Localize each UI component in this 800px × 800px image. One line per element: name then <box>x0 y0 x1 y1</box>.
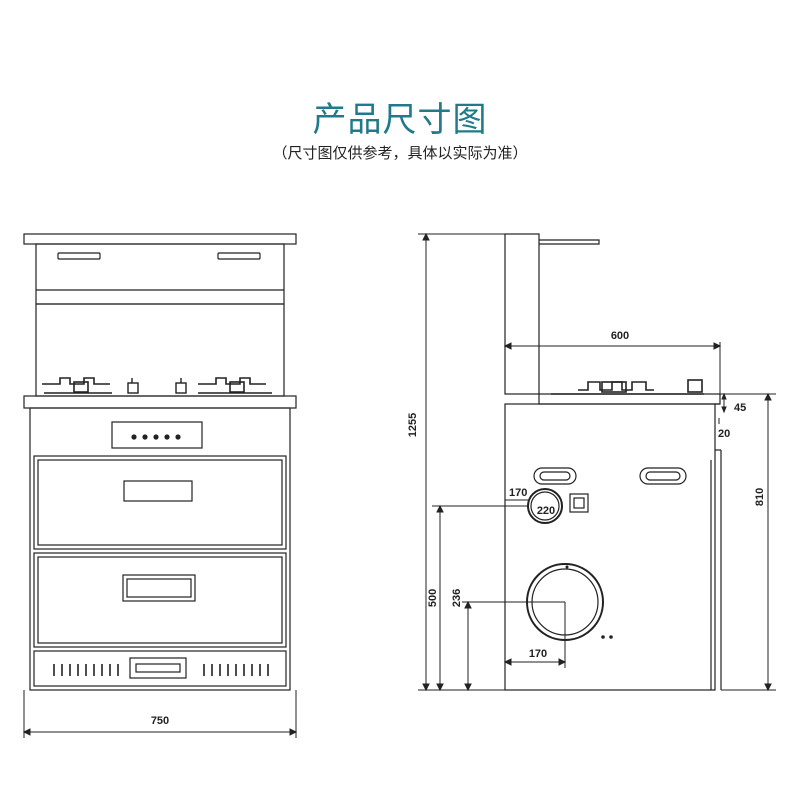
socket <box>569 493 589 513</box>
hood-flap <box>539 239 600 245</box>
side-handle-left <box>533 467 577 485</box>
control-buttons <box>131 434 181 440</box>
base-vent-center <box>129 657 187 679</box>
countertop <box>23 395 297 409</box>
dim-cabinet-height <box>720 392 776 692</box>
burner-left <box>42 377 112 394</box>
dim-gas-height-label: 500 <box>427 589 439 607</box>
dim-drain-height <box>462 600 565 692</box>
side-countertop <box>538 393 721 405</box>
dim-gas-diameter-label: 220 <box>537 505 555 517</box>
dim-gas-offset-label: 170 <box>509 487 527 499</box>
burner-right <box>198 377 272 394</box>
side-handle-right <box>639 467 687 485</box>
front-view <box>22 233 298 738</box>
dim-front-width <box>22 690 298 738</box>
dim-drain-offset-label: 170 <box>529 648 547 660</box>
side-view <box>418 232 776 692</box>
upper-drawer-window <box>123 480 193 502</box>
dim-drain-height-label: 236 <box>451 589 463 607</box>
dim-front-width-label: 750 <box>151 715 169 727</box>
dim-cabinet-height-label: 810 <box>754 488 766 506</box>
hood-light-left <box>57 252 101 260</box>
dim-total-height <box>418 232 505 692</box>
dim-counter-thickness <box>718 392 727 424</box>
front-top-panel <box>23 233 297 245</box>
dim-depth <box>503 342 722 400</box>
knobs <box>127 378 187 394</box>
dim-total-height-label: 1255 <box>407 413 419 437</box>
dim-drain-offset <box>503 602 567 668</box>
dim-counter-thickness-label: 45 <box>734 402 746 414</box>
lower-drawer <box>33 552 287 648</box>
hood-light-right <box>217 252 261 260</box>
base-plinth <box>33 650 287 687</box>
dim-depth-label: 600 <box>611 330 629 342</box>
lower-drawer-handle <box>122 574 196 602</box>
dim-counter-step-label: 20 <box>718 428 730 440</box>
cabinet-body <box>29 407 291 691</box>
page-subtitle: （尺寸图仅供参考，具体以实际为准） <box>272 144 528 162</box>
control-panel <box>111 421 203 449</box>
vent-slots <box>53 664 269 676</box>
dim-gas-height <box>432 504 528 692</box>
page-title: 产品尺寸图 <box>312 100 488 140</box>
hood-column <box>504 233 540 395</box>
side-burner <box>551 379 704 395</box>
upper-drawer <box>33 455 287 550</box>
glass-back-panel <box>35 303 285 397</box>
